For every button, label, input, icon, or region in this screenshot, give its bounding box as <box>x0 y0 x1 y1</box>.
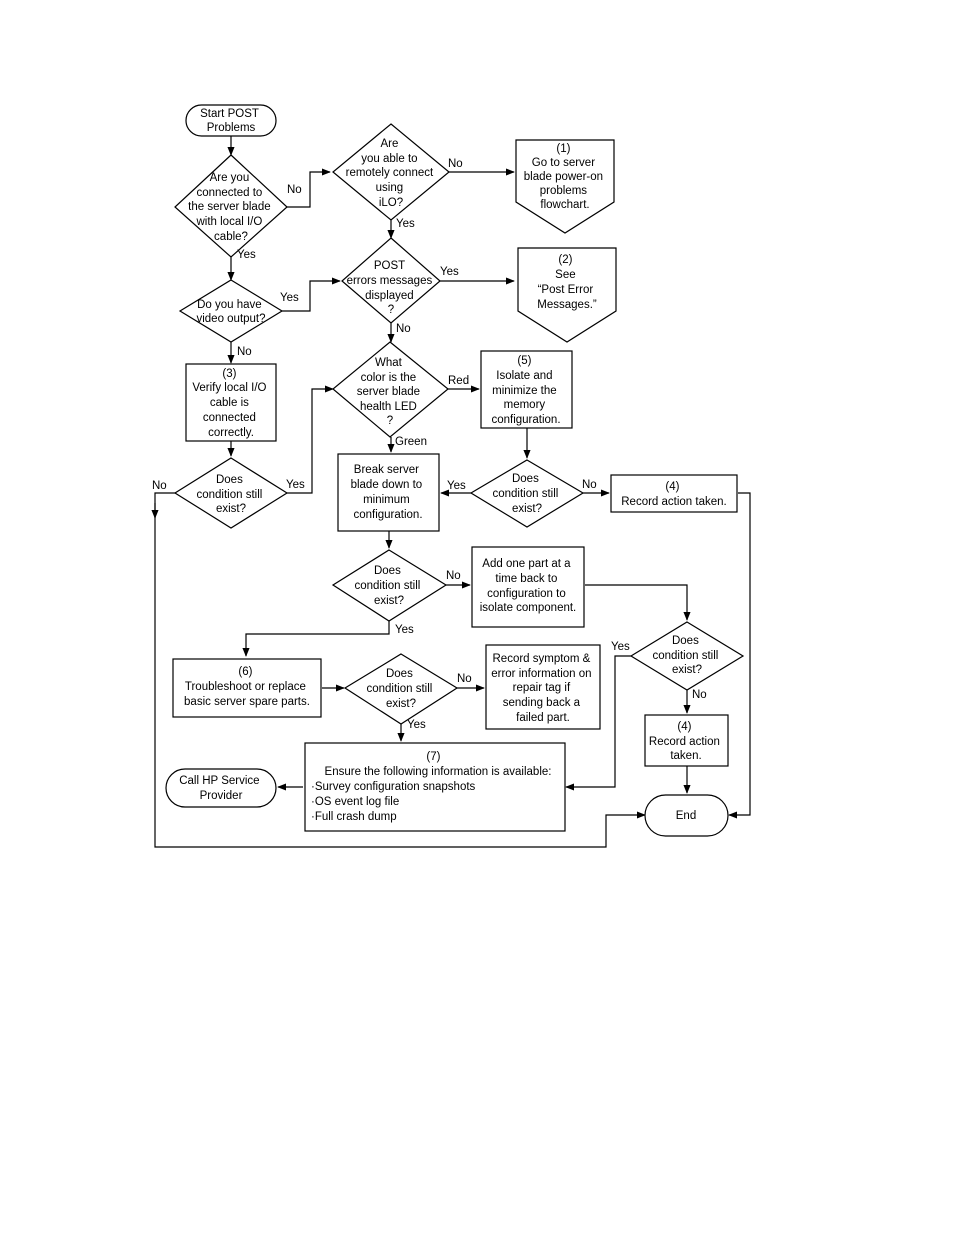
box-ensure-info <box>304 742 566 832</box>
edge-label-cond-mem-no: No <box>582 479 597 491</box>
edge-label-cond-min-yes: Yes <box>395 624 414 636</box>
edge-labels: No No Yes Yes Yes Yes No No Red Green No… <box>152 158 707 731</box>
cond-minimum-label: Does condition still exist? <box>354 565 423 607</box>
box-troubleshoot <box>172 658 322 718</box>
edge-cond-left-yes <box>287 385 334 494</box>
add-part-label: Add one part at a time back to configura… <box>480 558 577 614</box>
start-terminator <box>185 104 277 137</box>
edge-label-remote-no: No <box>448 158 463 170</box>
edge-label-remote-yes: Yes <box>396 218 415 230</box>
see-post-errors-label: (2) See “Post Error Messages.” <box>537 254 597 311</box>
decision-cond-memory <box>469 459 585 528</box>
led-color-label: What color is the server blade health LE… <box>357 357 424 427</box>
edge-record1-to-end <box>728 492 751 819</box>
edge-label-cond-add-no: No <box>692 689 707 701</box>
decision-local-cable <box>174 154 288 258</box>
shapes <box>165 104 745 837</box>
edge-label-cond-left-yes: Yes <box>286 479 305 491</box>
decision-cond-left <box>173 457 289 529</box>
edge-video-yes <box>282 277 341 312</box>
ensure-info-list: ·Survey configuration snapshots ·OS even… <box>311 781 479 823</box>
cond-spare-label: Does condition still exist? <box>366 668 435 710</box>
remote-connect-label: Are you able to remotely connect using i… <box>346 138 437 209</box>
start-label: Start POST Problems <box>200 108 262 134</box>
edge-label-video-yes: Yes <box>280 292 299 304</box>
edge-label-local-yes: Yes <box>237 249 256 261</box>
edge-label-cond-left-no: No <box>152 480 167 492</box>
decision-cond-add <box>629 621 745 691</box>
post-errors-label: POST errors messages displayed ? <box>347 260 436 316</box>
verify-cable-label: (3) Verify local I/O cable is connected … <box>192 368 269 439</box>
box-isolate-memory <box>480 350 573 429</box>
terminator-end <box>644 794 729 837</box>
terminator-call-hp <box>165 768 277 808</box>
edge-label-led-green: Green <box>395 436 427 448</box>
edge-label-cond-mem-yes: Yes <box>447 480 466 492</box>
record-symptom-label: Record symptom & error information on re… <box>491 653 595 724</box>
edge-label-led-red: Red <box>448 375 469 387</box>
record-action-1-label: (4) Record action taken. <box>621 481 726 508</box>
local-cable-label: Are you connected to the server blade wi… <box>188 172 274 243</box>
power-on-label: (1) Go to server blade power-on problems… <box>524 143 606 211</box>
node-labels: Start POST Problems Are you connected to… <box>179 108 727 823</box>
box-break-down <box>337 453 440 532</box>
edge-add-to-cond <box>585 584 691 621</box>
edge-cond-left-no <box>154 492 646 848</box>
ensure-info-title: (7) Ensure the following information is … <box>325 751 552 778</box>
edge-label-video-no: No <box>237 346 252 358</box>
box-record-action-1 <box>610 474 738 513</box>
decision-video-output <box>178 279 284 343</box>
decision-cond-spare <box>343 653 459 725</box>
record-action-2-label: (4) Record action taken. <box>649 721 723 762</box>
edge-local-cable-no <box>287 168 331 208</box>
decision-remote-connect <box>332 123 450 221</box>
decision-led-color <box>332 341 449 438</box>
edge-label-cond-spare-yes: Yes <box>407 719 426 731</box>
edge-label-cond-spare-no: No <box>457 673 472 685</box>
edge-label-post-no: No <box>396 323 411 335</box>
connectors <box>151 136 751 848</box>
end-label: End <box>676 810 696 822</box>
edge-cond-min-yes <box>242 621 390 657</box>
box-add-part <box>471 546 585 628</box>
box-verify-cable <box>185 363 277 442</box>
decision-cond-minimum <box>331 549 448 622</box>
cond-left-label: Does condition still exist? <box>196 474 265 515</box>
troubleshoot-label: (6) Troubleshoot or replace basic server… <box>184 666 310 708</box>
isolate-memory-label: (5) Isolate and minimize the memory conf… <box>491 355 560 426</box>
offpage-post-errors <box>517 247 617 343</box>
edge-cond-add-yes <box>565 655 631 791</box>
edge-label-cond-add-yes: Yes <box>611 641 630 653</box>
edge-label-cond-min-no: No <box>446 570 461 582</box>
decision-post-errors <box>341 237 441 324</box>
cond-memory-label: Does condition still exist? <box>492 473 561 515</box>
video-output-label: Do you have video output? <box>196 299 265 325</box>
box-record-symptom <box>485 644 601 730</box>
break-down-label: Break server blade down to minimum confi… <box>351 464 426 521</box>
call-hp-label: Call HP Service Provider <box>179 775 263 802</box>
edge-label-local-no: No <box>287 184 302 196</box>
offpage-power-on <box>515 139 615 234</box>
cond-add-label: Does condition still exist? <box>652 635 721 676</box>
edge-label-post-yes: Yes <box>440 266 459 278</box>
box-record-action-2 <box>644 714 729 767</box>
